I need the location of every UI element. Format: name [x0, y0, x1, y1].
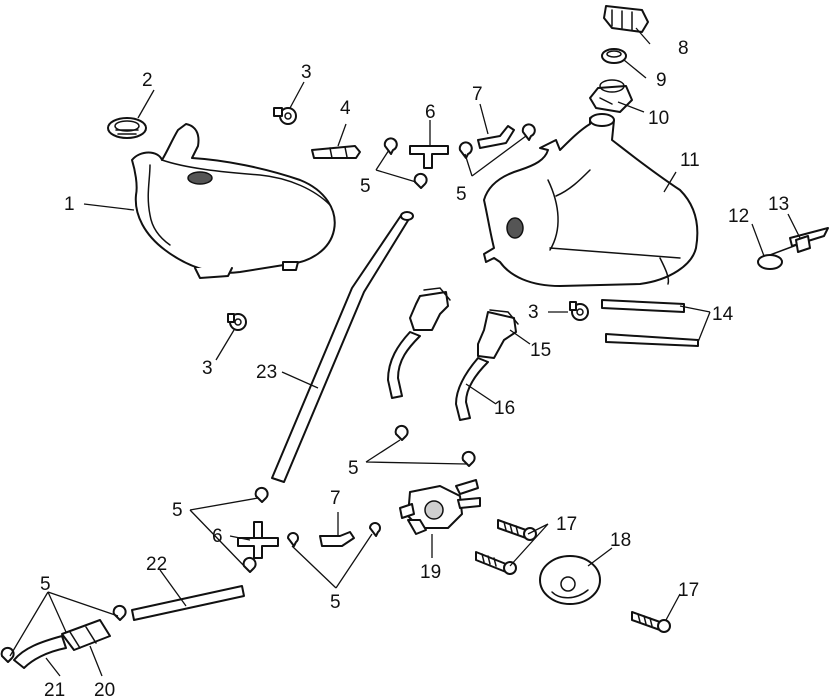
callout-5: 5: [40, 574, 51, 595]
callout-5: 5: [348, 458, 359, 479]
part-11-fuel-tank-right: [483, 113, 699, 287]
callout-3: 3: [301, 62, 312, 83]
callout-5: 5: [330, 592, 341, 613]
callout-13: 13: [768, 194, 789, 215]
callout-21: 21: [44, 680, 65, 698]
part-19-fuel-valve: [399, 479, 481, 535]
callout-12: 12: [728, 206, 749, 227]
callout-7: 7: [330, 488, 341, 509]
part-16-valve-hose-right: [455, 357, 489, 421]
callout-5: 5: [456, 184, 467, 205]
callout-18: 18: [610, 530, 631, 551]
part-16-valve-hose-left: [387, 331, 421, 399]
callout-6: 6: [212, 526, 223, 547]
part-18-cover-plate: [539, 555, 601, 605]
callout-17: 17: [678, 580, 699, 601]
part-6-tee-fitting-bottom: [237, 521, 279, 559]
callout-11: 11: [680, 150, 700, 171]
part-9-cap-seal: [601, 48, 627, 64]
callout-16: 16: [494, 398, 515, 419]
callout-1: 1: [64, 194, 75, 215]
leader-lines: [9, 27, 801, 677]
part-10-filler-neck: [589, 79, 633, 113]
callout-14: 14: [712, 304, 734, 325]
part-3-grommet-left: [227, 313, 247, 331]
callout-22: 22: [146, 554, 167, 575]
part-17-screw-right: [631, 611, 671, 633]
callout-7: 7: [472, 84, 483, 105]
part-4-short-hose: [311, 145, 361, 159]
callout-3: 3: [528, 302, 539, 323]
part-3-grommet-top: [273, 107, 297, 125]
part-21-filter-hose: [13, 635, 67, 669]
part-23-long-fuel-hose: [271, 211, 414, 483]
callout-5: 5: [360, 176, 371, 197]
part-20-fuel-filter: [61, 619, 111, 651]
part-15-fuel-valve-left: [409, 287, 451, 331]
callout-19: 19: [420, 562, 441, 583]
part-7-hose-top: [477, 125, 515, 149]
part-15-fuel-valve-right: [477, 309, 519, 359]
part-8-tank-cap: [603, 5, 649, 33]
callout-4: 4: [340, 98, 351, 119]
part-14-foam-strip-bottom: [605, 333, 699, 347]
callout-17: 17: [556, 514, 577, 535]
callout-2: 2: [142, 70, 153, 91]
part-3-grommet-right: [569, 301, 589, 321]
part-17-screw-upper: [497, 519, 537, 541]
callout-20: 20: [94, 680, 115, 698]
callout-6: 6: [425, 102, 436, 123]
callout-23: 23: [256, 362, 277, 383]
callout-3: 3: [202, 358, 213, 379]
part-13-strap-hook: [789, 227, 829, 253]
part-22-fuel-hose: [131, 585, 245, 621]
part-14-foam-strip-top: [601, 299, 685, 313]
part-7-hose-bottom: [319, 531, 355, 547]
part-6-tee-fitting-top: [409, 145, 449, 169]
part-1-fuel-tank-left: [131, 123, 336, 279]
callout-5: 5: [172, 500, 183, 521]
callout-9: 9: [656, 70, 667, 91]
callout-8: 8: [678, 38, 689, 59]
callout-15: 15: [530, 340, 551, 361]
part-17-screw-lower: [475, 551, 517, 575]
callout-labels: 1 2 3 3 3 4 5 5 5 5 5 5 6 6 7 7 8 9 10 1…: [40, 38, 789, 698]
part-2-filler-ring: [107, 117, 147, 139]
callout-10: 10: [648, 108, 669, 129]
part-5-clamps: [0, 123, 536, 663]
